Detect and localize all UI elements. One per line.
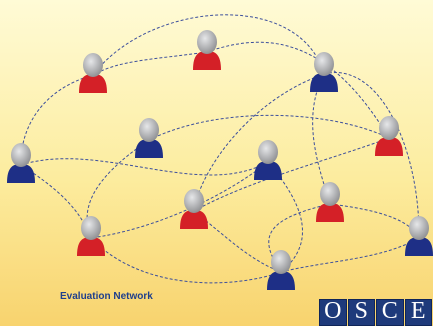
network-link <box>323 72 420 239</box>
person-red-icon <box>79 53 107 93</box>
person-blue-icon <box>310 52 338 92</box>
person-red-icon <box>375 116 403 156</box>
person-red-icon <box>193 30 221 70</box>
network-link <box>280 237 420 273</box>
network-link <box>206 41 390 139</box>
network-link <box>92 14 325 76</box>
network-link <box>90 161 269 239</box>
network-link <box>148 114 390 141</box>
network-link <box>86 139 150 239</box>
diagram-caption: Evaluation Network <box>60 291 153 302</box>
person-blue-icon <box>267 250 295 290</box>
network-link <box>20 164 92 239</box>
logo-letter-o: O <box>319 299 347 326</box>
person-red-icon <box>77 216 105 256</box>
network-link <box>20 158 269 176</box>
person-red-icon <box>316 182 344 222</box>
person-blue-icon <box>405 216 433 256</box>
network-link <box>92 51 208 76</box>
osce-logo: O S C E <box>319 299 433 326</box>
person-blue-icon <box>7 143 35 183</box>
logo-letter-e: E <box>404 299 432 326</box>
person-red-icon <box>180 189 208 229</box>
person-blue-icon <box>135 118 163 158</box>
logo-letter-c: C <box>376 299 404 326</box>
logo-letter-s: S <box>347 299 375 326</box>
person-blue-icon <box>254 140 282 180</box>
network-link <box>90 237 282 284</box>
network-link <box>193 210 282 273</box>
network-link <box>193 73 325 212</box>
